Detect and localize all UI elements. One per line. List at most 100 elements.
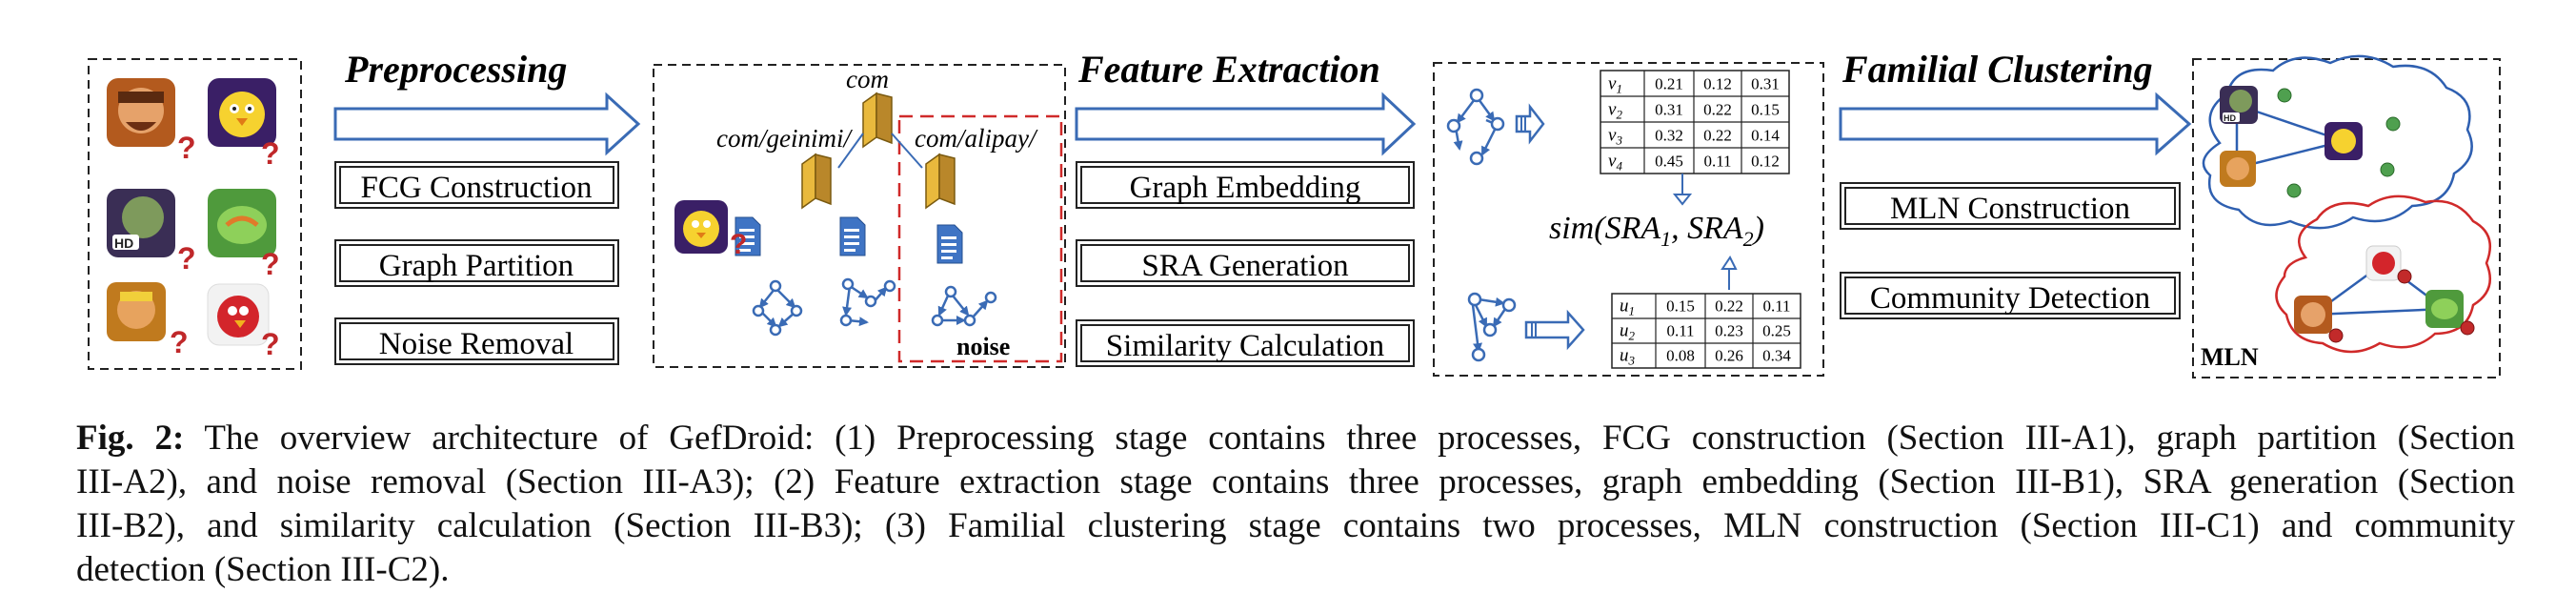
figure-caption: Fig. 2: The overview architecture of Gef…: [76, 417, 2515, 592]
package-root-label: com: [846, 65, 889, 93]
arrow-up-icon: [1721, 256, 1738, 270]
caption-line-1: The overview architecture of GefDroid: (…: [204, 419, 2515, 458]
community-cloud-blue: [2202, 54, 2473, 230]
process-sra-generation: SRA Generation: [1076, 239, 1415, 287]
app-icon-yellow-bird: [2324, 122, 2363, 160]
question-mark-icon: ?: [730, 229, 747, 260]
table-row-label: v3: [1608, 125, 1622, 147]
caption-line-4: detection (Section III-C2).: [76, 550, 450, 589]
document-icon: [839, 216, 866, 256]
caption-line-2: III-A2), and noise removal (Section III-…: [76, 462, 2515, 501]
call-graph-icon: [1446, 88, 1505, 166]
benign-badge-icon: [2277, 88, 2401, 198]
svg-text:Graph Embedding: Graph Embedding: [1130, 171, 1361, 205]
call-graph-icon: [1467, 292, 1517, 362]
svg-text:SRA Generation: SRA Generation: [1141, 249, 1348, 283]
embedding-box: v1 0.21 0.12 0.31 v2 0.31 0.22 0.15 v3 0.32 0.22 0.…: [1433, 62, 1824, 377]
process-fcg-construction: FCG Construction: [334, 161, 619, 209]
arrow-right-icon: [1839, 92, 2192, 156]
app-icon-warrior: [2294, 296, 2332, 334]
svg-text:?: ?: [261, 327, 280, 361]
process-community-detection: Community Detection: [1840, 272, 2181, 319]
app-icon-red-bird: [207, 283, 270, 346]
svg-text:Noise Removal: Noise Removal: [379, 327, 574, 361]
table-row-label: v4: [1608, 151, 1622, 173]
folder-icon: [862, 92, 893, 148]
table-row-label: v2: [1608, 99, 1622, 121]
arrow-down-icon: [1672, 194, 1693, 206]
svg-text:?: ?: [730, 229, 747, 260]
mln-label: MLN: [2201, 343, 2259, 371]
document-icon: [936, 224, 963, 264]
table-cell: 0.11: [1666, 322, 1694, 340]
app-samples-box: ? ? HD ? ? ?: [88, 58, 302, 370]
app-icon-zombie-hd: HD: [107, 189, 175, 257]
caption-label: Fig. 2:: [76, 419, 185, 458]
process-graph-partition: Graph Partition: [334, 239, 619, 287]
arrow-right-icon: [333, 92, 641, 156]
table-cell: 0.32: [1655, 126, 1683, 144]
arrow-right-icon: [1524, 309, 1585, 351]
graph-partition-box: com com/geinimi/ com/alipay/ ?: [653, 64, 1066, 368]
familial-clustering-title: Familial Clustering: [1841, 48, 2153, 91]
arrow-right-icon: [1075, 92, 1417, 156]
question-mark-icon: ?: [177, 131, 196, 165]
preprocessing-stage: Preprocessing FCG Construction Graph Par…: [333, 48, 641, 365]
process-mln-construction: MLN Construction: [1840, 182, 2181, 230]
caption-line-3: III-B2), and similarity calculation (Sec…: [76, 506, 2515, 545]
table-row-label: u2: [1620, 321, 1636, 343]
package-left-label: com/geinimi/: [716, 124, 853, 153]
table-cell: 0.22: [1715, 297, 1743, 316]
preprocessing-title: Preprocessing: [344, 48, 567, 91]
folder-icon: [801, 153, 832, 209]
svg-text:Community Detection: Community Detection: [1870, 281, 2150, 316]
process-noise-removal: Noise Removal: [334, 317, 619, 365]
call-graph-icon: [839, 277, 896, 327]
app-icon-green-veggie: [208, 189, 276, 257]
svg-text:?: ?: [177, 241, 196, 276]
feature-extraction-title: Feature Extraction: [1077, 48, 1380, 91]
app-icon-barbarian: [107, 282, 166, 341]
app-icon-yellow-bird: [674, 200, 728, 254]
table-row-label: v1: [1608, 73, 1622, 95]
table-cell: 0.31: [1751, 74, 1780, 92]
app-icon-zombie-hd: HD: [2220, 86, 2258, 124]
table-cell: 0.25: [1762, 322, 1791, 340]
malware-badge-icon: [2328, 269, 2475, 343]
svg-text:MLN Construction: MLN Construction: [1890, 192, 2130, 226]
table-cell: 0.23: [1715, 322, 1743, 340]
svg-text:HD: HD: [2224, 113, 2236, 123]
process-similarity-calculation: Similarity Calculation: [1076, 319, 1415, 367]
table-cell: 0.11: [1762, 297, 1790, 316]
table-cell: 0.21: [1655, 74, 1683, 92]
package-right-label: com/alipay/: [915, 124, 1038, 153]
familial-clustering-stage: Familial Clustering MLN Construction Com…: [1839, 48, 2192, 319]
table-cell: 0.45: [1655, 152, 1683, 170]
similarity-formula: sim(SRA1, SRA2): [1549, 211, 1764, 251]
table-cell: 0.08: [1666, 347, 1695, 365]
table-cell: 0.12: [1703, 74, 1732, 92]
process-graph-embedding: Graph Embedding: [1076, 161, 1415, 209]
community-cloud-red: [2275, 194, 2491, 354]
noise-region: [897, 114, 1063, 363]
table-cell: 0.15: [1666, 297, 1695, 316]
table-cell: 0.22: [1703, 100, 1732, 118]
question-mark-icon: ?: [170, 325, 189, 359]
call-graph-icon: [931, 285, 997, 327]
svg-text:Similarity Calculation: Similarity Calculation: [1106, 329, 1384, 363]
table-cell: 0.34: [1762, 347, 1791, 365]
noise-label: noise: [956, 333, 1010, 360]
svg-text:HD: HD: [114, 235, 133, 251]
call-graph-icon: [752, 279, 803, 337]
architecture-figure: ? ? ?: [88, 48, 2501, 378]
table-cell: 0.15: [1751, 100, 1780, 118]
svg-text:?: ?: [261, 247, 280, 281]
mln-box: HD MLN: [2192, 54, 2501, 378]
table-row-label: u3: [1620, 346, 1636, 368]
folder-icon: [925, 153, 956, 209]
table-cell: 0.31: [1655, 100, 1683, 118]
question-mark-icon: ?: [261, 136, 280, 171]
app-icon-barbarian: [2220, 151, 2256, 187]
table-cell: 0.14: [1751, 126, 1780, 144]
